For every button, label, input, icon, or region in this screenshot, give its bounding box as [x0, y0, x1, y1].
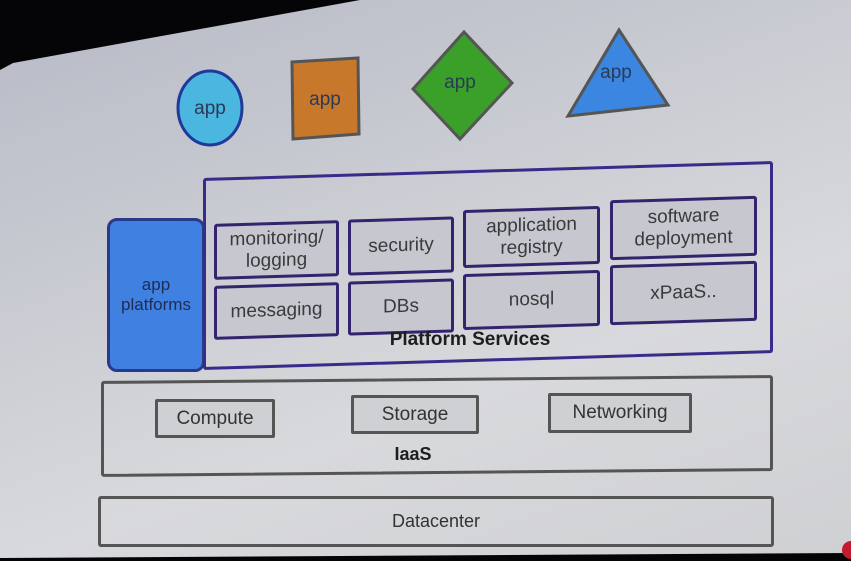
app-shapes [176, 27, 671, 147]
iaas-storage: Storage [351, 395, 479, 434]
app-platforms-line1: app [141, 275, 171, 294]
service-label: deployment [634, 226, 733, 251]
app-platforms-box: app platforms [107, 218, 205, 372]
service-xpaas: xPaaS.. [610, 260, 757, 326]
platform-services-title: Platform Services [389, 329, 551, 350]
service-nosql: nosql [463, 269, 600, 331]
service-label: DBs [383, 295, 419, 318]
service-label: messaging [230, 298, 323, 323]
app-label-triangle: app [600, 62, 632, 83]
service-monitoring-logging: monitoring/logging [214, 220, 339, 280]
iaas-label: Compute [176, 407, 254, 429]
iaas-title: IaaS [394, 444, 432, 464]
app-label-square: app [309, 89, 341, 110]
service-label: nosql [508, 288, 555, 311]
service-security: security [348, 216, 454, 276]
app-circle-shape [176, 69, 244, 147]
datacenter-label: Datacenter [391, 511, 481, 531]
service-label: software [647, 204, 720, 229]
datacenter-box: Datacenter [98, 496, 774, 547]
service-label: xPaaS.. [650, 281, 717, 304]
app-square-shape [290, 56, 361, 141]
service-dbs: DBs [348, 278, 454, 336]
service-messaging: messaging [214, 282, 339, 340]
app-triangle-shape [565, 27, 671, 118]
service-label: monitoring/ [229, 226, 324, 251]
service-label: security [368, 234, 434, 257]
iaas-label: Storage [381, 403, 449, 425]
app-platforms-line2: platforms [121, 295, 191, 314]
app-label-circle: app [194, 98, 226, 119]
service-label: logging [245, 249, 308, 272]
iaas-label: Networking [572, 402, 668, 423]
service-label: application [486, 213, 577, 238]
app-diamond-shape [410, 29, 515, 142]
iaas-networking: Networking [548, 393, 692, 433]
service-label: registry [500, 236, 563, 259]
red-indicator-dot [842, 541, 851, 559]
app-label-diamond: app [444, 72, 476, 93]
iaas-compute: Compute [155, 399, 275, 438]
